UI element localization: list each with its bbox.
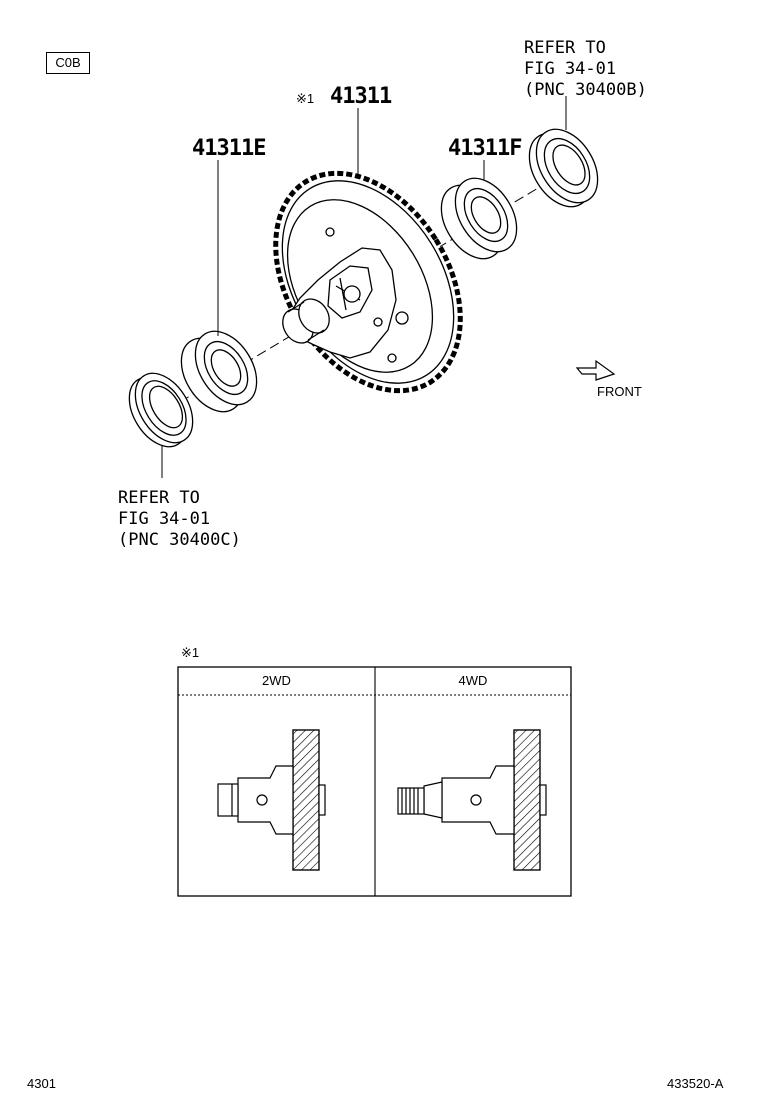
right-bearing bbox=[440, 177, 518, 260]
table-header-4wd: 4WD bbox=[458, 673, 488, 688]
shaft-2wd-illustration bbox=[217, 729, 326, 871]
variant-table bbox=[177, 666, 572, 897]
refer-right-note: REFER TO FIG 34-01 (PNC 30400B) bbox=[524, 38, 647, 101]
refer-right-line2: FIG 34-01 bbox=[524, 59, 617, 79]
footer-page-code: 4301 bbox=[27, 1076, 56, 1091]
refer-left-note: REFER TO FIG 34-01 (PNC 30400C) bbox=[118, 488, 241, 551]
shaft-4wd-illustration bbox=[397, 729, 547, 871]
left-bearing-number: 41311E bbox=[192, 136, 266, 161]
differential-case bbox=[273, 170, 463, 394]
main-part-number: 41311 bbox=[330, 84, 392, 109]
footer-illustration-id: 433520-A bbox=[667, 1076, 724, 1091]
variant-table-marker: ※1 bbox=[181, 645, 200, 660]
main-part-marker: ※1 bbox=[296, 91, 315, 106]
refer-right-line1: REFER TO bbox=[524, 38, 606, 58]
right-oil-seal bbox=[528, 128, 599, 208]
right-bearing-number: 41311F bbox=[448, 136, 522, 161]
refer-left-line1: REFER TO bbox=[118, 488, 200, 508]
cob-tag: C0B bbox=[46, 52, 90, 74]
front-label: FRONT bbox=[597, 384, 642, 399]
front-arrow-icon bbox=[575, 359, 616, 381]
refer-left-line2: FIG 34-01 bbox=[118, 509, 211, 529]
refer-left-line3: (PNC 30400C) bbox=[118, 530, 241, 550]
refer-right-line3: (PNC 30400B) bbox=[524, 80, 647, 100]
left-oil-seal bbox=[128, 372, 194, 448]
table-header-2wd: 2WD bbox=[262, 673, 291, 688]
left-bearing bbox=[180, 330, 258, 413]
leader-lines bbox=[161, 96, 567, 478]
